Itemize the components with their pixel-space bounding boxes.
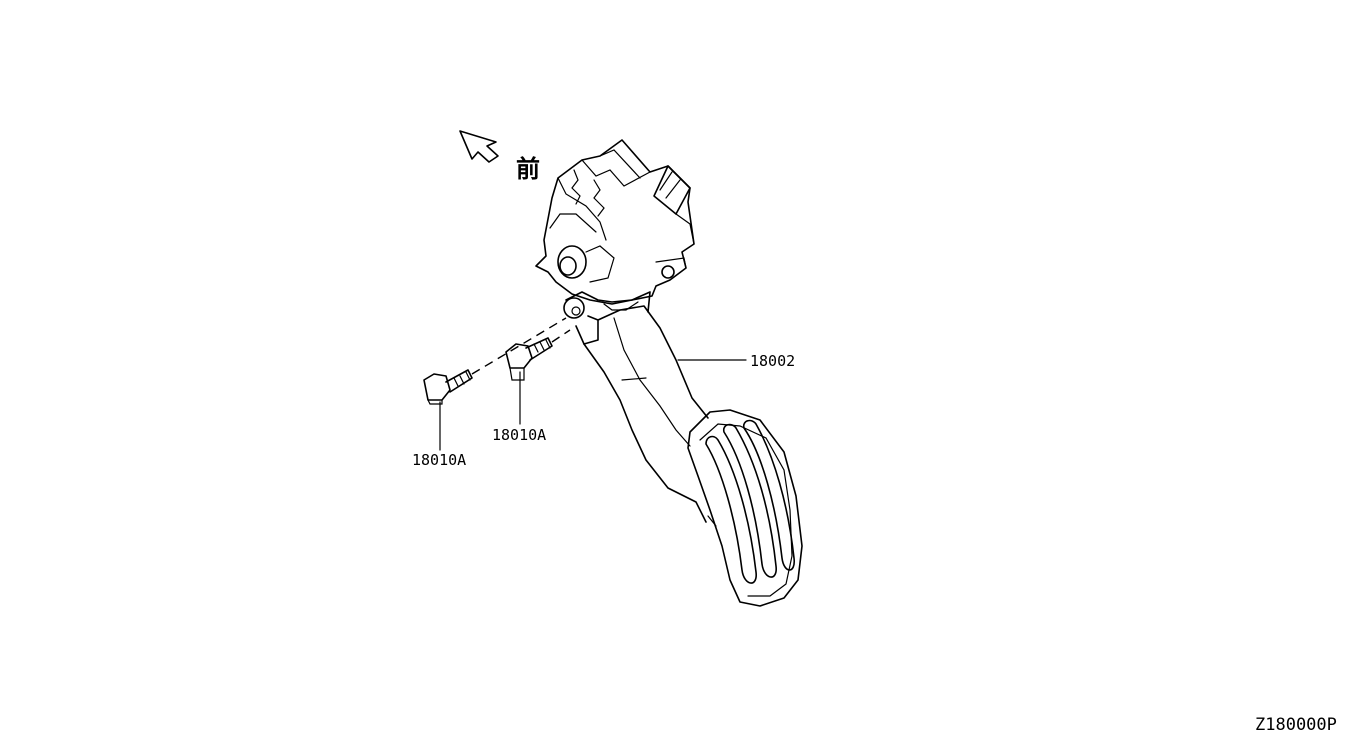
bolt-lower[interactable] [423, 369, 473, 405]
accelerator-pedal-assembly[interactable] [535, 139, 803, 607]
alignment-line-lower [471, 317, 567, 375]
diagram-code: Z180000P [1255, 715, 1337, 735]
bolt-upper[interactable] [505, 337, 553, 381]
front-direction-label: 前 [516, 155, 540, 183]
front-direction-arrow-icon [459, 130, 499, 163]
alignment-line-upper [551, 329, 571, 343]
part-label-bolt-upper: 18010A [492, 426, 546, 444]
part-label-bolt-lower: 18010A [412, 451, 466, 469]
part-label-pedal: 18002 [750, 352, 795, 370]
